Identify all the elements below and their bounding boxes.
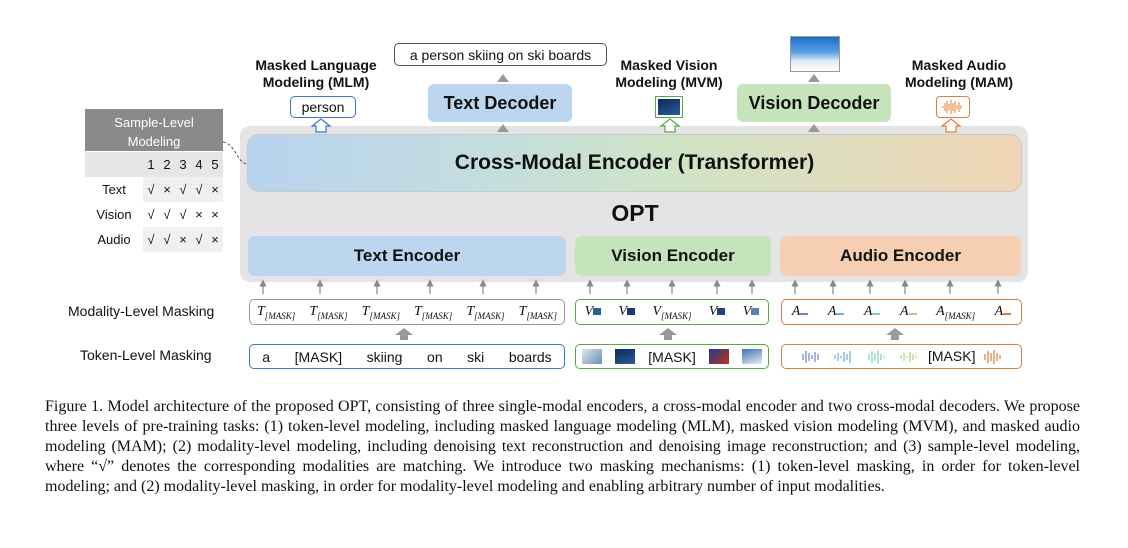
opt-title: OPT [611,200,659,226]
modality-text-token: T[MASK] [518,303,557,321]
mam-up-arrow-icon [940,118,962,133]
sample-cell: √ [179,207,187,222]
token-text-item: a [262,348,271,365]
modality-level-label: Modality-Level Masking [68,303,215,319]
mlm-label: Masked Language Modeling (MLM) [255,57,377,90]
modality-vision-sequence: V V V[MASK] V V [575,299,769,325]
sample-level-title: Sample-Level Modeling [85,109,223,151]
modality-audio-token: A [828,304,845,321]
modality-vision-token: V [743,304,760,321]
sample-cell: √ [147,207,155,222]
sample-col-header: 1 [143,152,159,177]
sample-cell: × [207,177,223,202]
sample-col-header: 2 [159,152,175,177]
image-patch-icon [741,349,762,364]
text-encoder: Text Encoder [248,236,566,276]
token-audio-mask: [MASK] [928,348,976,364]
modality-text-token: T[MASK] [413,303,453,321]
image-patch-icon [615,349,636,364]
figure-caption: Figure 1. Model architecture of the prop… [45,398,1080,495]
sample-col-header: 4 [191,152,207,177]
sample-cell: √ [163,207,171,222]
sample-cell: √ [191,177,207,202]
text-mask-arrow-icon [395,328,413,340]
sample-cell: × [207,227,223,252]
mvm-label: Masked Vision Modeling (MVM) [615,57,723,90]
audio-segments-icon [801,349,1001,364]
image-patch-icon [582,349,603,364]
audio-mask-arrow-icon [886,328,904,340]
sample-cell: × [159,177,175,202]
sample-row-label: Text [102,182,126,197]
sample-level-connector [222,141,248,165]
vision-decoder: Vision Decoder [737,84,891,122]
sample-cell: × [195,207,203,222]
token-text-sequence: a [MASK] skiing on ski boards [249,344,565,369]
sample-col-header: 5 [207,152,223,177]
token-text-item: [MASK] [294,348,343,365]
sample-cell: √ [159,227,175,252]
text-decoder-output-box: a person skiing on ski boards [394,43,607,66]
modality-text-token: T[MASK] [361,303,400,321]
sample-cell: √ [191,227,207,252]
modality-text-token: T[MASK] [466,303,505,321]
sample-col-header: 3 [175,152,191,177]
modality-text-sequence: T[MASK] T[MASK] T[MASK] T[MASK] T[MASK] … [249,299,565,325]
sample-table-corner [85,152,143,177]
mvm-up-arrow-icon [659,118,681,133]
modality-vision-token: V [709,304,726,321]
sample-cell: √ [175,177,191,202]
modality-text-token: T[MASK] [257,303,296,321]
token-vision-sequence: [MASK] [575,344,769,369]
modality-vision-token: V [619,304,636,321]
modality-text-token: T[MASK] [309,303,348,321]
mlm-output-box: person [290,96,356,118]
sample-cell: × [175,227,191,252]
text-decoder-out-arrow-icon [497,74,509,82]
vision-mask-arrow-icon [659,328,677,340]
token-text-item: on [427,348,443,365]
modality-vision-token: V[MASK] [652,303,692,321]
cross-modal-encoder: Cross-Modal Encoder (Transformer) [247,134,1022,192]
mlm-up-arrow-icon [310,118,332,133]
text-decoder-in-arrow-icon [497,124,509,132]
sample-cell: × [211,207,219,222]
sample-level-table: 1 2 3 4 5 Text √ × √ √ × Vision √ √ √ × … [85,152,223,252]
vision-decoder-in-arrow-icon [808,124,820,132]
token-audio-sequence: [MASK] [781,344,1022,369]
sample-cell: √ [143,177,159,202]
mvm-output-box [655,96,683,118]
vision-decoder-out-arrow-icon [808,74,820,82]
token-text-item: skiing [366,348,403,365]
modality-audio-token: A[MASK] [936,303,976,321]
modality-audio-token: A [792,304,809,321]
sample-cell: √ [143,227,159,252]
token-level-label: Token-Level Masking [80,347,212,363]
reconstructed-image-icon [790,36,840,72]
audio-encoder: Audio Encoder [780,236,1021,276]
image-patch-icon [708,349,729,364]
masked-image-patch-icon [658,99,680,115]
encoder-input-arrows [259,279,1002,294]
audio-waveform-icon [942,100,962,114]
mam-label: Masked Audio Modeling (MAM) [904,57,1014,90]
modality-audio-token: A [864,304,881,321]
sample-row-label: Audio [97,232,131,247]
token-text-item: ski [467,348,485,365]
token-vision-mask: [MASK] [648,348,696,365]
modality-audio-token: A [900,304,917,321]
modality-audio-token: A [995,304,1012,321]
sample-row-label: Vision [96,207,132,222]
token-text-item: boards [508,348,552,365]
text-decoder: Text Decoder [428,84,572,122]
vision-encoder: Vision Encoder [575,236,771,276]
modality-vision-token: V [585,304,602,321]
modality-audio-sequence: A A A A A[MASK] A [781,299,1022,325]
mam-output-box [936,96,970,118]
